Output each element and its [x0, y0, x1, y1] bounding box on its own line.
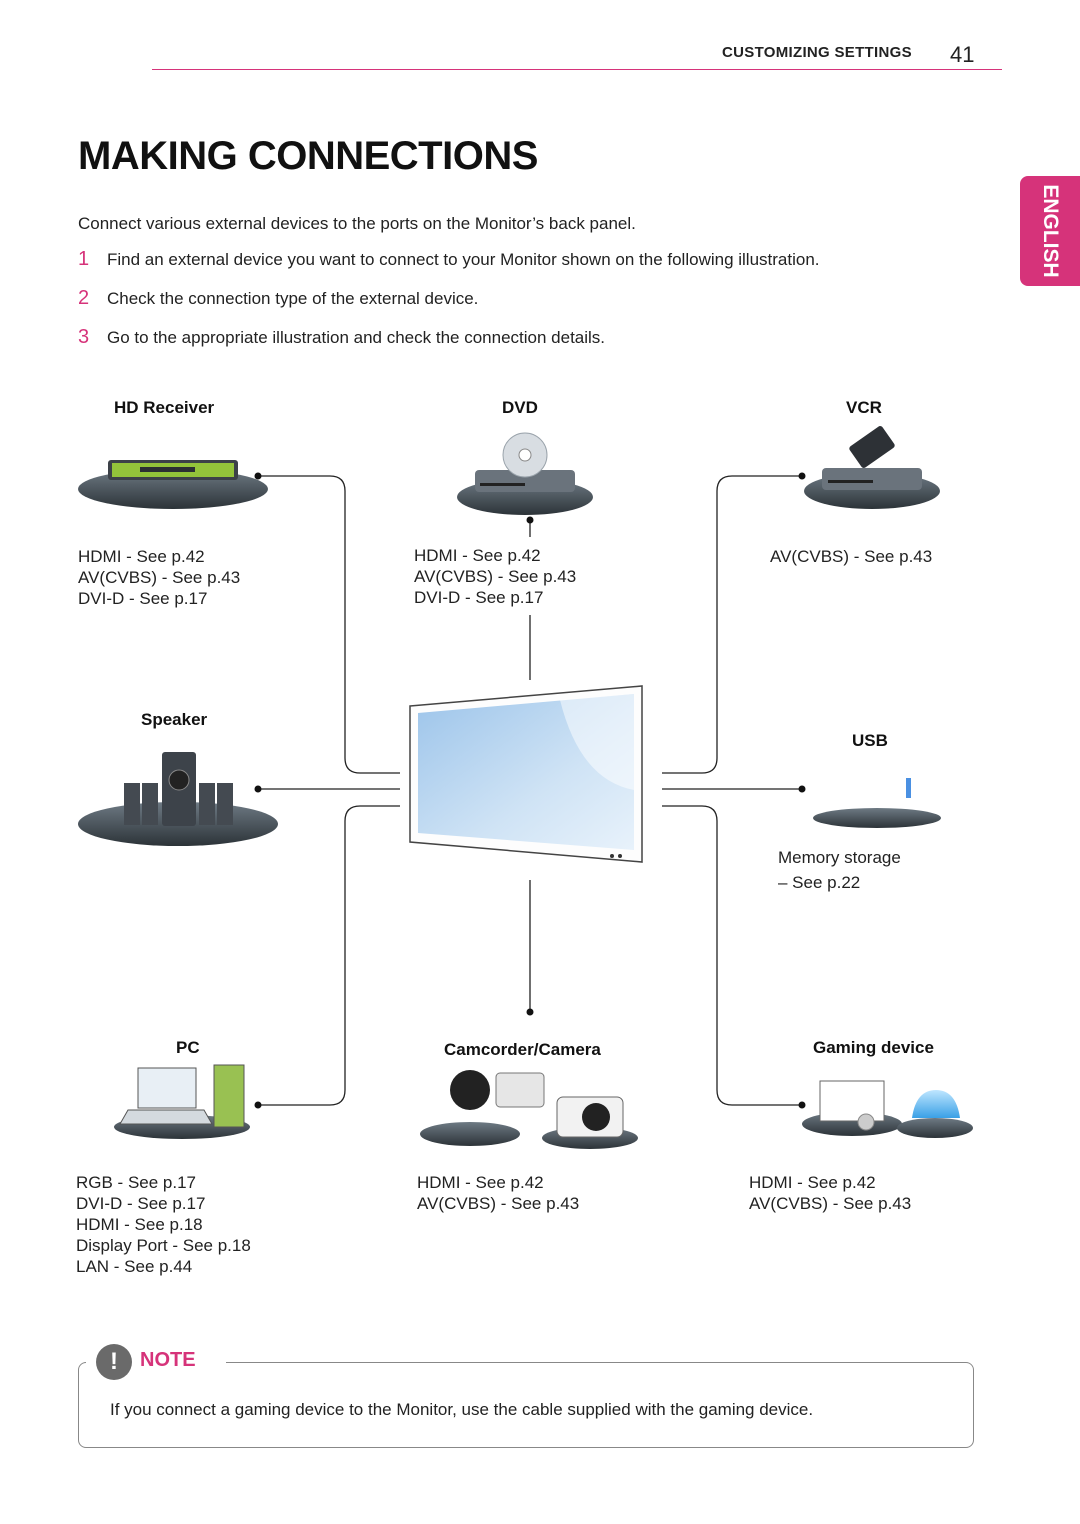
speaker-illustration	[78, 752, 278, 846]
step-text: Go to the appropriate illustration and c…	[107, 328, 606, 347]
connection-item: AV(CVBS) - See p.43	[770, 547, 933, 566]
vcr-connections: AV(CVBS) - See p.43	[770, 546, 932, 567]
connection-item: RGB - See p.17	[76, 1173, 197, 1192]
exclamation-icon: !	[96, 1344, 132, 1380]
usb-illustration	[813, 778, 941, 828]
connection-item: DVI-D - See p.17	[414, 588, 544, 607]
speaker-title: Speaker	[141, 710, 208, 729]
connection-dots	[254, 472, 806, 1109]
vcr-illustration	[804, 426, 940, 509]
camcorder-title: Camcorder/Camera	[444, 1040, 601, 1059]
section-title: CUSTOMIZING SETTINGS	[722, 44, 912, 61]
gaming-title: Gaming device	[813, 1038, 934, 1057]
connection-item: AV(CVBS) - See p.43	[417, 1194, 580, 1213]
vcr-title: VCR	[846, 398, 882, 417]
connection-item: DVI-D - See p.17	[76, 1194, 206, 1213]
usb-connections: Memory storage – See p.22	[778, 845, 901, 895]
connection-item: AV(CVBS) - See p.43	[414, 567, 577, 586]
connection-item: DVI-D - See p.17	[78, 589, 208, 608]
camcorder-illustration	[420, 1070, 638, 1149]
note-box	[78, 1362, 974, 1448]
dvd-title: DVD	[502, 398, 538, 417]
connection-item: AV(CVBS) - See p.43	[78, 568, 241, 587]
pc-illustration	[114, 1064, 250, 1139]
connection-item: Memory storage	[778, 848, 901, 867]
hd-receiver-illustration	[78, 460, 268, 509]
connection-item: HDMI - See p.42	[749, 1173, 876, 1192]
dvd-illustration	[457, 432, 593, 515]
page-title: MAKING CONNECTIONS	[78, 134, 538, 178]
connection-item: HDMI - See p.42	[414, 546, 541, 565]
pc-title: PC	[176, 1038, 200, 1057]
connection-item: Display Port - See p.18	[76, 1236, 251, 1255]
step-number: 2	[78, 287, 90, 309]
gaming-connections: HDMI - See p.42 AV(CVBS) - See p.43	[749, 1172, 911, 1214]
connection-item: HDMI - See p.42	[78, 547, 205, 566]
hd-receiver-title: HD Receiver	[114, 398, 215, 417]
camcorder-connections: HDMI - See p.42 AV(CVBS) - See p.43	[417, 1172, 579, 1214]
header-divider	[152, 69, 1002, 70]
connection-item: HDMI - See p.18	[76, 1215, 203, 1234]
connection-lines	[258, 475, 802, 1106]
note-text: If you connect a gaming device to the Mo…	[110, 1400, 814, 1419]
connection-item: AV(CVBS) - See p.43	[749, 1194, 912, 1213]
monitor-illustration	[409, 685, 643, 863]
connection-item: HDMI - See p.42	[417, 1173, 544, 1192]
step-text: Check the connection type of the externa…	[107, 289, 479, 308]
step-number: 3	[78, 326, 90, 348]
connection-item: – See p.22	[778, 873, 861, 892]
pc-connections: RGB - See p.17 DVI-D - See p.17 HDMI - S…	[76, 1172, 251, 1277]
intro-text: Connect various external devices to the …	[78, 214, 636, 233]
connection-item: LAN - See p.44	[76, 1257, 193, 1276]
note-label: NOTE	[140, 1349, 196, 1371]
step-number: 1	[78, 248, 90, 270]
step-text: Find an external device you want to conn…	[107, 250, 820, 269]
dvd-connections: HDMI - See p.42 AV(CVBS) - See p.43 DVI-…	[414, 545, 576, 608]
gaming-device-illustration	[802, 1080, 973, 1138]
page-number: 41	[950, 42, 975, 67]
language-tab: ENGLISH	[1020, 176, 1080, 286]
usb-title: USB	[852, 731, 888, 750]
hd-receiver-connections: HDMI - See p.42 AV(CVBS) - See p.43 DVI-…	[78, 546, 240, 609]
